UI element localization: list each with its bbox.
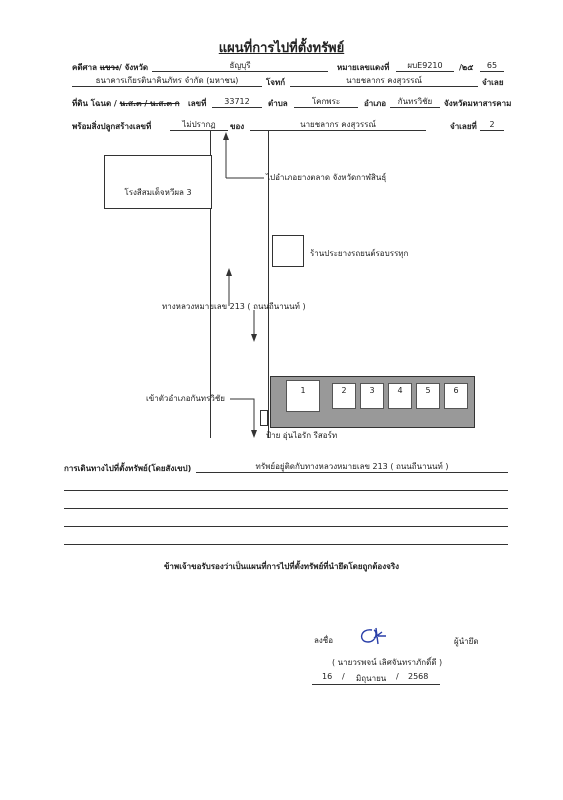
sign-label: ป้าย อุ่นไอรัก รีสอร์ท: [266, 431, 338, 440]
land-label: ที่ดิน โฉนด / น.ส.๓ / น.ส.๓ ก: [72, 99, 180, 108]
defendant-label: จำเลย: [482, 78, 504, 87]
mill-label: โรงสีสมเด็จหวีผล 3: [124, 188, 192, 197]
owner-value: นายชลากร คงสุวรรณ์: [250, 119, 426, 131]
directions-line-5: [64, 544, 508, 545]
subdistrict-value: โคกพระ: [294, 96, 358, 108]
case-separator: /๒๕: [459, 63, 474, 72]
north-label: ไปอำเภอยางตลาด จังหวัดกาฬสินธุ์: [266, 173, 387, 182]
plaintiff-label: โจทก์: [266, 78, 286, 87]
down-arrow-icon: [251, 310, 257, 342]
sign-label-text: ลงชื่อ: [314, 636, 334, 645]
court-label: คดีศาล แขวง/ จังหวัด: [72, 63, 149, 72]
district-value: กันทรวิชัย: [390, 96, 440, 108]
defendant-value: นายชลากร คงสุวรรณ์: [290, 75, 478, 87]
shop-box: [272, 235, 304, 267]
number-label: เลขที่: [188, 99, 207, 108]
subdistrict-label: ตำบล: [268, 99, 288, 108]
defendant-no-value: 2: [480, 119, 504, 131]
directions-line-1: ทรัพย์อยู่ติดกับทางหลวงหมายเลข 213 ( ถนน…: [196, 461, 508, 473]
page-title: แผนที่การไปที่ตั้งทรัพย์: [218, 41, 345, 56]
sign-marker: [260, 410, 268, 426]
case-value-2: 65: [480, 60, 504, 72]
up-arrow-icon: [226, 268, 232, 306]
north-arrow-icon: [223, 132, 264, 179]
town-arrow-icon: [230, 398, 257, 438]
case-label: หมายเลขแดงที่: [337, 63, 390, 72]
certify-text: ข้าพเจ้าขอรับรองว่าเป็นแผนที่การไปที่ตั้…: [163, 562, 400, 571]
signature-mark: [361, 627, 386, 645]
case-value-1: ผบE9210: [396, 60, 454, 72]
road-line-right: [268, 130, 269, 438]
province-label: จังหวัดมหาสารคาม: [444, 99, 512, 108]
of-label: ของ: [230, 122, 245, 131]
directions-label: การเดินทางไปที่ตั้งทรัพย์(โดยสังเขป): [64, 464, 192, 473]
directions-line-3: [64, 508, 508, 509]
number-value: 33712: [212, 96, 262, 108]
unit-1: 1: [286, 380, 320, 412]
unit-6: 6: [444, 383, 468, 409]
sign-date: 16 / มิถุนายน / 2568: [312, 672, 440, 685]
district-label: อำเภอ: [364, 99, 387, 108]
road-label: ทางหลวงหมายเลข 213 ( ถนนถีนานนท์ ): [162, 302, 306, 311]
mill-box: โรงสีสมเด็จหวีผล 3: [104, 155, 212, 209]
building-value: ไม่ปรากฏ: [170, 119, 228, 131]
unit-3: 3: [360, 383, 384, 409]
defendant-no-label: จำเลยที่: [450, 122, 477, 131]
plaintiff-value: ธนาคารเกียรตินาคินภัทร จำกัด (มหาชน): [72, 75, 262, 87]
unit-2: 2: [332, 383, 356, 409]
signer-name: ( นายวรพจน์ เลิศจันทราภักดิ์ดี ): [332, 658, 443, 667]
road-line-left: [210, 130, 211, 438]
unit-4: 4: [388, 383, 412, 409]
court-value: ธัญบุรี: [152, 60, 328, 72]
building-label: พร้อมสิ่งปลูกสร้างเลขที่: [72, 122, 152, 131]
town-label: เข้าตัวอำเภอกันทรวิชัย: [146, 394, 225, 403]
unit-5: 5: [416, 383, 440, 409]
shop-label: ร้านประยางรถยนต์รอบรรทุก: [310, 249, 409, 258]
directions-line-2: [64, 490, 508, 491]
directions-line-4: [64, 526, 508, 527]
sign-role: ผู้นำยึด: [454, 637, 479, 646]
